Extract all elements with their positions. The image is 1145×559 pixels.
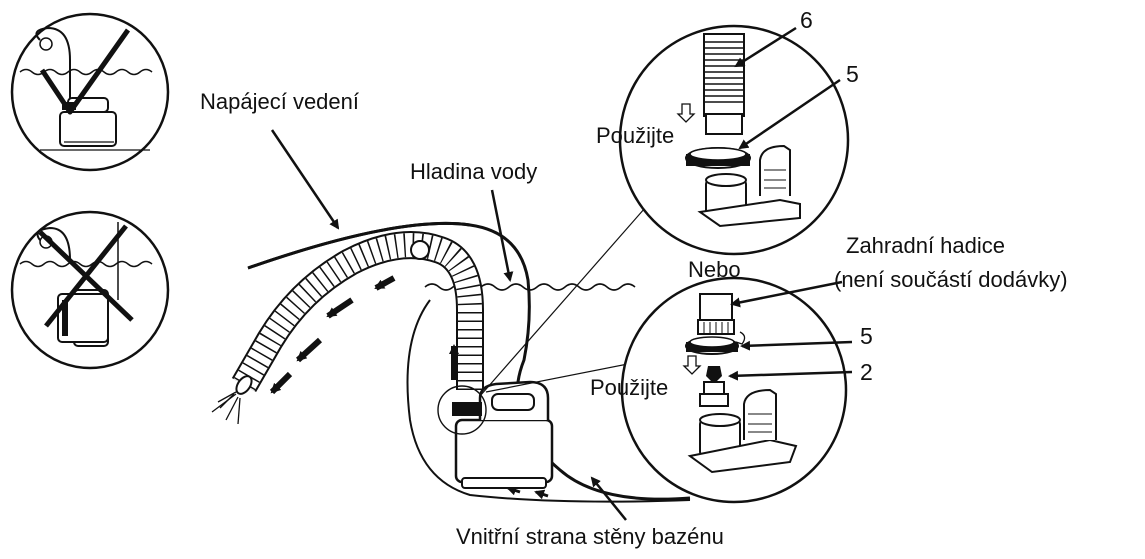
power-cable-leader xyxy=(270,129,340,230)
garden-hose-leader xyxy=(730,280,843,308)
callout-5-top-leader xyxy=(738,78,841,150)
callout-number-2: 2 xyxy=(860,359,873,385)
detail-hose-connection xyxy=(618,24,850,256)
water-level-leader xyxy=(490,189,514,282)
callout-number-5-bottom: 5 xyxy=(860,323,873,349)
callout-6-leader xyxy=(734,26,797,68)
water-spray xyxy=(211,391,241,425)
check-mark-icon xyxy=(39,28,131,115)
label-garden-hose-note: (není součástí dodávky) xyxy=(834,267,1068,292)
pool-wall-leader xyxy=(590,476,627,521)
submersible-pump xyxy=(437,380,554,489)
label-power-cable: Napájecí vedení xyxy=(200,89,359,114)
cross-mark-icon xyxy=(38,224,134,328)
label-use-top: Použijte xyxy=(596,123,675,148)
callout-number-6: 6 xyxy=(800,7,813,33)
label-use-bottom: Použijte xyxy=(590,375,669,400)
label-or: Nebo xyxy=(688,257,741,282)
correct-placement-illustration xyxy=(10,12,170,172)
callout-number-5-top: 5 xyxy=(846,61,859,87)
incorrect-placement-illustration xyxy=(10,210,170,370)
label-pool-wall: Vnitřní strana stěny bazénu xyxy=(456,524,724,549)
callout-5-bottom-leader xyxy=(740,340,853,351)
discharge-hose xyxy=(231,231,484,395)
callout-2-leader xyxy=(728,370,853,381)
detail-garden-hose-connection xyxy=(620,276,848,504)
label-garden-hose: Zahradní hadice xyxy=(846,233,1005,258)
flow-arrows xyxy=(269,275,459,395)
label-water-level: Hladina vody xyxy=(410,159,538,184)
